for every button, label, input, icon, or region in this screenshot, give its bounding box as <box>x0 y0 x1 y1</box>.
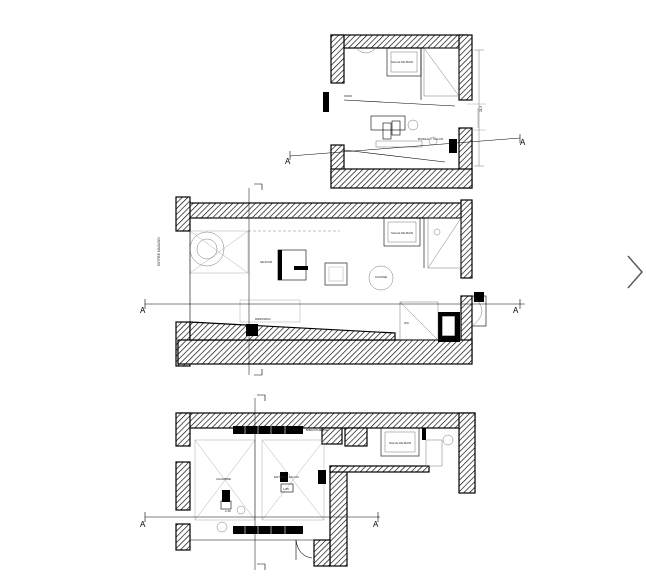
plan-bot-wall-left-lower <box>175 523 191 551</box>
plan-bot-wardrobe-top <box>233 426 303 434</box>
plan-top-room-label-2: BUREAU / SALON <box>418 137 443 141</box>
plan-mid-bench <box>246 324 258 336</box>
plan-mid-wall-top <box>177 202 473 219</box>
plan-mid-dining-table <box>324 262 348 286</box>
plan-mid-entrance-label: ENTREE MAGASIN <box>157 237 161 266</box>
plan-bot-chair-2 <box>280 472 288 482</box>
plan-mid-stool-2 <box>294 266 308 270</box>
plan-top-table-circle <box>407 119 419 131</box>
plan-bot-dim-2: 1.85 <box>283 487 289 491</box>
plan-top-desk <box>370 115 406 131</box>
plan-bot-room-label-1: BIBLIOTHEQUE <box>306 428 328 432</box>
plan-mid-pouf <box>368 265 394 291</box>
plan-bot-toilet <box>442 434 454 446</box>
plan-middle: ENTREE MAGASIN SEJOUR CUISINE SALLE DE B… <box>140 183 525 376</box>
plan-top-bathtub-inner <box>390 51 418 73</box>
plan-mid-room-label-3: SALLE DE BAIN <box>391 231 413 235</box>
plan-bot-tile <box>220 500 232 510</box>
plan-bot-wardrobe-bottom <box>233 526 303 534</box>
plan-mid-section-right: A <box>513 306 519 315</box>
plan-bot-shelf <box>422 428 426 440</box>
plan-bot-wall-left-middle <box>175 461 191 511</box>
plan-bot-section-right: A <box>373 520 379 529</box>
plan-mid-stool-1 <box>278 250 282 280</box>
plan-top-wall-right-upper <box>458 34 473 101</box>
plan-top-dimension: 21.5 <box>479 106 483 112</box>
plan-top-cabinet <box>423 47 460 97</box>
plan-mid-section-left: A <box>140 306 146 315</box>
plan-mid-window-bay <box>471 295 487 327</box>
plan-top-chair-2 <box>391 120 401 136</box>
plan-top-wall-left-upper <box>330 34 345 84</box>
plan-bot-wall-right <box>458 412 476 494</box>
plan-mid-room-label-2: CUISINE <box>375 275 387 279</box>
plan-bot-room-label-3: ENTREE / SALON <box>274 475 299 479</box>
plan-mid-wall-bottom-angled <box>189 321 396 341</box>
plan-bot-section-left: A <box>140 520 146 529</box>
plan-mid-bathtub <box>383 217 421 247</box>
plan-bot-dim-1: 2.30 <box>225 509 231 513</box>
plan-bot-chair-1 <box>222 490 230 502</box>
plan-bot-wall-inner-horizontal <box>329 465 430 473</box>
plan-bot-wall-stub-3 <box>344 427 368 447</box>
plan-mid-radiator <box>474 292 484 302</box>
chevron-right-icon <box>627 255 643 289</box>
plan-bot-wall-inner-vertical <box>329 465 348 567</box>
plan-bot-door-swing <box>295 539 313 559</box>
plan-bot-room-label-2: CHAMBRE <box>216 477 231 481</box>
plan-top: SALLE DE BAIN BUREAU / SALON 21.5 A A <box>285 34 526 189</box>
plan-top-radiator-right <box>449 139 457 153</box>
plan-bot-plant-1 <box>216 521 228 533</box>
plan-mid-room-label-5: DRESSING <box>255 317 271 321</box>
plan-bot-desk <box>280 483 294 493</box>
plan-mid-room-label-1: SEJOUR <box>260 260 273 264</box>
next-slide-button[interactable] <box>622 252 646 292</box>
plan-mid-sink <box>433 228 441 236</box>
plan-top-section-line <box>289 137 521 157</box>
plan-mid-room-label-4: WC <box>404 321 410 325</box>
plan-bot-wall-left-upper <box>175 412 191 447</box>
plan-bot-wall-bottom-stub <box>313 539 331 567</box>
plan-bot-room-label-4: SALLE DE BAIN <box>389 441 411 445</box>
plan-top-sofa <box>375 140 423 148</box>
plan-top-wall-bottom <box>330 168 473 189</box>
plan-bottom: BIBLIOTHEQUE CHAMBRE ENTREE / SALON 2.30… <box>140 394 476 570</box>
plan-bot-bathtub <box>380 427 420 457</box>
plan-top-section-right: A <box>520 138 526 147</box>
plan-top-radiator-left <box>323 92 329 112</box>
plan-bot-wall-top <box>177 412 476 429</box>
plan-mid-coffee-table <box>277 249 307 281</box>
plan-bot-wall-stub-2 <box>321 427 343 445</box>
plan-mid-wall-bottom <box>177 339 473 365</box>
plan-bot-plant-2 <box>236 505 246 515</box>
plan-top-chair-1 <box>382 122 392 140</box>
plan-mid-wall-left-upper <box>175 196 191 232</box>
plan-top-wall-top <box>330 34 468 49</box>
plan-top-room-label-1: SALLE DE BAIN <box>391 60 413 64</box>
plan-bot-radiator <box>318 470 326 484</box>
plan-top-section-left: A <box>285 157 291 166</box>
plan-mid-wall-right-upper <box>460 199 473 279</box>
